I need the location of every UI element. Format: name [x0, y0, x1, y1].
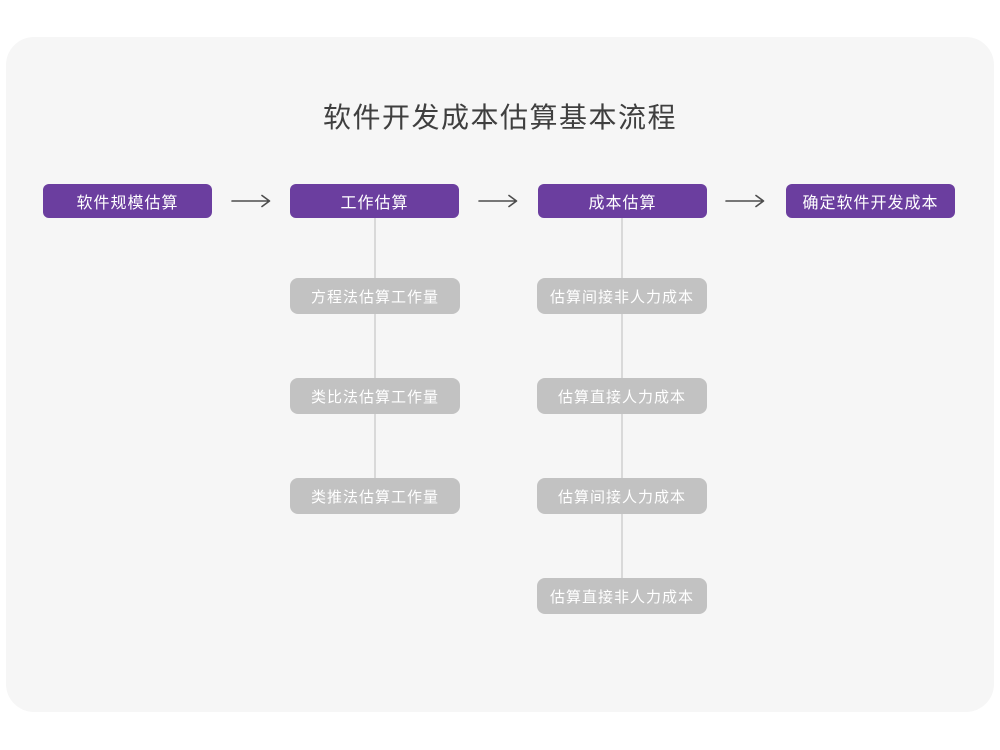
- arrow-right-icon: [725, 194, 767, 208]
- substep-label: 估算间接非人力成本: [549, 288, 694, 306]
- substep-label: 估算间接人力成本: [557, 488, 686, 506]
- substep-analogy-method-workload: 类比法估算工作量: [290, 378, 460, 414]
- stage-label: 确定软件开发成本: [802, 195, 939, 212]
- substep-direct-non-labor-cost: 估算直接非人力成本: [537, 578, 707, 614]
- stage-label: 工作估算: [340, 195, 409, 212]
- substep-label: 方程法估算工作量: [310, 288, 439, 306]
- stage-cost-estimation: 成本估算: [538, 184, 707, 218]
- substep-extrapolation-method-workload: 类推法估算工作量: [290, 478, 460, 514]
- substep-indirect-non-labor-cost: 估算间接非人力成本: [537, 278, 707, 314]
- substep-label: 估算直接人力成本: [557, 388, 686, 406]
- substep-label: 类推法估算工作量: [310, 488, 439, 506]
- stage-work-estimation: 工作估算: [290, 184, 459, 218]
- substep-direct-labor-cost: 估算直接人力成本: [537, 378, 707, 414]
- substep-label: 类比法估算工作量: [310, 388, 439, 406]
- diagram-card: [6, 37, 994, 712]
- substep-indirect-labor-cost: 估算间接人力成本: [537, 478, 707, 514]
- stage-label: 软件规模估算: [76, 195, 179, 212]
- stage-software-size-estimation: 软件规模估算: [43, 184, 212, 218]
- arrow-right-icon: [478, 194, 520, 208]
- connector-work-estimation-substeps: [374, 218, 376, 496]
- substep-label: 估算直接非人力成本: [549, 588, 694, 606]
- diagram-title: 软件开发成本估算基本流程: [322, 102, 677, 133]
- stage-determine-development-cost: 确定软件开发成本: [786, 184, 955, 218]
- substep-equation-method-workload: 方程法估算工作量: [290, 278, 460, 314]
- arrow-right-icon: [231, 194, 273, 208]
- stage-label: 成本估算: [588, 195, 657, 212]
